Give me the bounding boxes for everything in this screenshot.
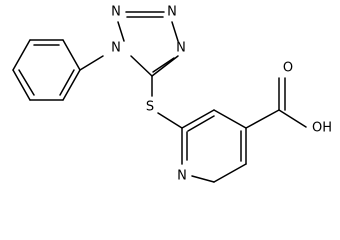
atom-label-carbonyl-o: O: [283, 61, 293, 76]
pyridine-ring: [181, 109, 247, 183]
chemical-structure-diagram: N N N N S N O OH: [12, 5, 332, 184]
bond-phenyl-n1: [79, 55, 104, 71]
carboxylic-acid-group: [245, 77, 307, 129]
atom-label-tetrazole-n3: N: [167, 5, 177, 20]
atom-label-hydroxyl: OH: [312, 121, 332, 136]
atom-label-tetrazole-n1: N: [111, 41, 121, 56]
phenyl-ring: [12, 39, 81, 101]
atom-label-tetrazole-n4: N: [176, 41, 186, 56]
bond-s-pyridine: [157, 112, 183, 129]
atom-label-thioether-s: S: [146, 100, 154, 115]
atom-label-tetrazole-n2: N: [111, 5, 121, 20]
atom-label-pyridine-n: N: [177, 169, 187, 184]
tetrazole-ring: [117, 11, 179, 77]
